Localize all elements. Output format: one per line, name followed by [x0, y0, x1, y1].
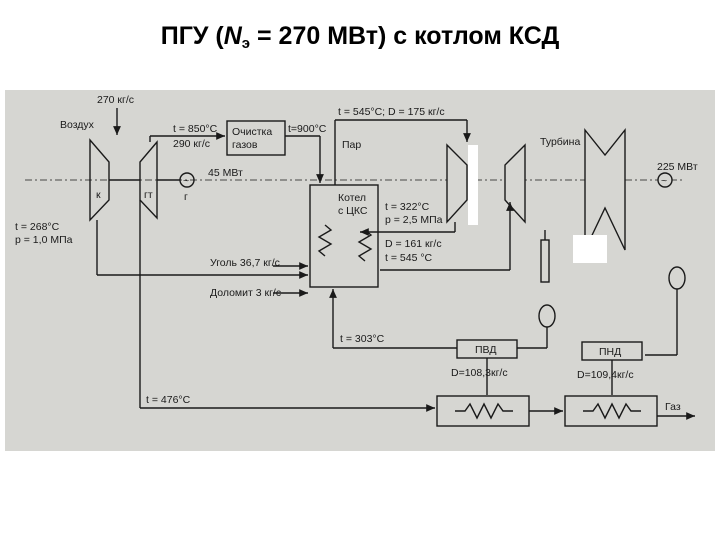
compressor-outlet-temp: t = 268°C [15, 221, 60, 233]
dolomite-feed-label: Доломит 3 кг/с [210, 287, 281, 299]
compressor-shape [89, 138, 110, 222]
st-power-label: 225 МВт [657, 161, 698, 173]
gt-power-label: 45 МВт [208, 167, 243, 179]
st-generator-symbol: ~ [661, 175, 667, 187]
steam-label: Пар [342, 139, 361, 151]
boiler-label-1: Котел [338, 192, 366, 204]
lp-heater-label: ПНД [599, 346, 621, 358]
coal-feed-label: Уголь 36,7 кг/с [210, 257, 280, 269]
gas-temp-2-label: t=900°C [288, 123, 327, 135]
plant-schematic-photo: 270 кг/с Воздух t = 850°C 290 кг/с Очист… [5, 90, 715, 451]
reheat-outlet-flow: D = 161 кг/с [385, 238, 442, 250]
lp-economizer-coil [583, 402, 641, 420]
gas-cleaning-label-2: газов [232, 139, 258, 151]
generator-letter: г [184, 191, 188, 203]
steam-params-label: t = 545°C; D = 175 кг/с [338, 106, 445, 118]
exhaust-gas-label: Газ [665, 401, 681, 413]
slide-title: ПГУ (Nэ = 270 МВт) с котлом КСД [0, 22, 720, 52]
air-flow-label: 270 кг/с [97, 94, 134, 106]
gt-generator-symbol: ~ [183, 175, 189, 187]
lp-economizer-box [564, 395, 658, 427]
feedwater-temp-label: t = 303°C [340, 333, 385, 345]
boiler-coil-1 [317, 224, 333, 257]
lp-flow-label: D=109,4кг/с [577, 369, 634, 381]
glare-patch-2 [573, 235, 607, 263]
hp-economizer-box [436, 395, 530, 427]
boiler-label-2: с ЦКС [338, 205, 368, 217]
gas-turbine-letter: гт [144, 189, 153, 201]
hp-economizer-coil [455, 402, 513, 420]
air-label: Воздух [60, 119, 95, 131]
feed-pump-circle [538, 304, 556, 328]
hp-turbine-shape [446, 143, 468, 224]
compressor-outlet-pressure: p = 1,0 МПа [15, 234, 73, 246]
boiler-coil-2 [357, 229, 373, 262]
title-prefix: ПГУ ( [160, 22, 224, 50]
gas-temp-1-label: t = 850°C [173, 123, 218, 135]
hp-heater-label: ПВД [475, 344, 496, 356]
compressor-letter: к [96, 189, 101, 201]
gas-cleaning-label-1: Очистка [232, 126, 272, 138]
title-n-subscript: э [241, 35, 251, 52]
st-generator-circle [657, 172, 673, 188]
hp-flow-label: D=108,3кг/с [451, 367, 508, 379]
gas-flow-label: 290 кг/с [173, 138, 210, 150]
glare-patch-1 [468, 145, 478, 225]
reheat-inlet-pressure: p = 2,5 МПа [385, 214, 443, 226]
turbine-label: Турбина [540, 136, 580, 148]
condensate-pump-circle [668, 266, 686, 290]
exhaust-temp-label: t = 476°C [146, 394, 191, 406]
reheat-outlet-temp: t = 545 °C [385, 252, 433, 264]
title-suffix: = 270 МВт) с котлом КСД [250, 22, 560, 50]
gas-cleaning-box [226, 120, 286, 156]
title-n-symbol: N [223, 22, 242, 50]
reheat-inlet-temp: t = 322°C [385, 201, 430, 213]
deaerator-shape [540, 239, 550, 283]
